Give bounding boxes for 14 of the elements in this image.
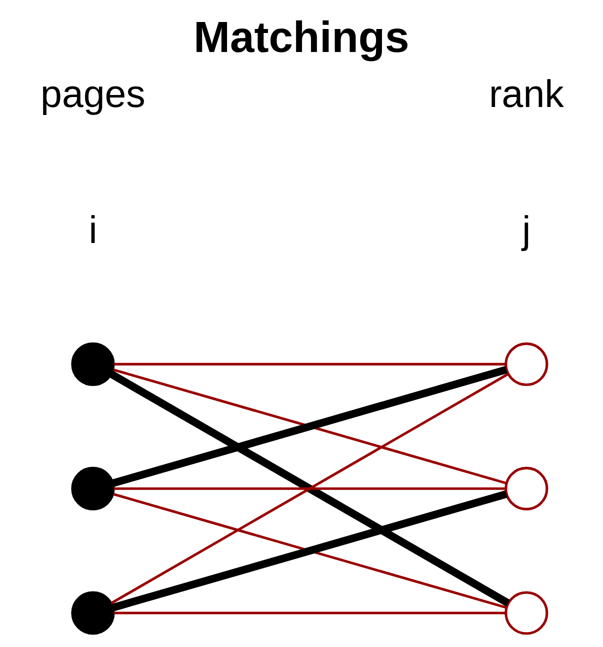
node-circle [70, 466, 114, 510]
node-circle [504, 591, 548, 635]
node-circle [504, 466, 548, 510]
label: pages [40, 73, 145, 116]
label: rank [488, 73, 564, 116]
node-circle [70, 342, 114, 386]
connector [113, 487, 506, 490]
label: i [88, 209, 97, 252]
node-circle [504, 342, 548, 386]
connector [113, 612, 506, 614]
connector [113, 362, 506, 366]
diagram-title: Matchings [193, 14, 409, 62]
label: j [522, 209, 530, 252]
node-circle [70, 591, 114, 635]
